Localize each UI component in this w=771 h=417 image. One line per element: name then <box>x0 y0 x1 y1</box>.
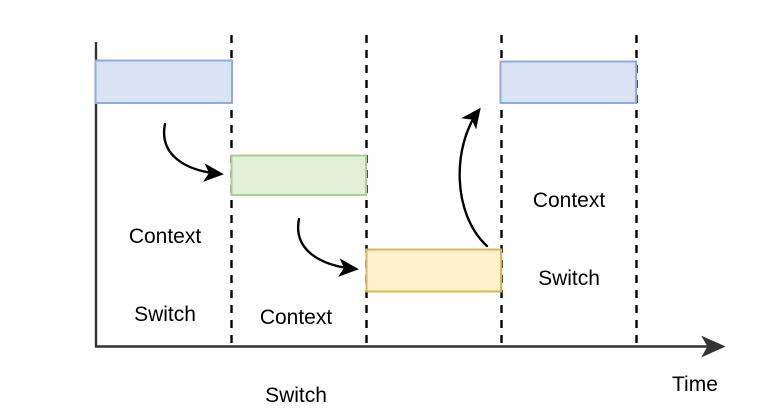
context-switch-arrow-1 <box>162 122 224 182</box>
context-switch-label-3-line-2: Switch <box>538 267 600 290</box>
time-axis-label: Time <box>672 373 718 396</box>
context-switch-arrow-3 <box>458 107 489 248</box>
context-switch-label-2: Context Switch <box>236 253 356 417</box>
context-switch-arrow-2 <box>296 217 359 277</box>
context-switch-label-1-line-1: Context <box>128 225 202 248</box>
context-switch-label-3: Context Switch <box>509 136 629 344</box>
context-switch-label-1-line-2: Switch <box>134 303 196 326</box>
context-switch-label-1: Context Switch <box>105 172 225 380</box>
process-block-blue-2 <box>499 60 637 104</box>
process-block-yellow <box>365 248 502 293</box>
context-switch-label-2-line-1: Context <box>259 306 333 329</box>
process-block-green <box>230 154 367 196</box>
process-block-blue-1 <box>94 59 233 104</box>
context-switch-label-3-line-1: Context <box>532 189 606 212</box>
context-switch-label-2-line-2: Switch <box>265 384 327 407</box>
